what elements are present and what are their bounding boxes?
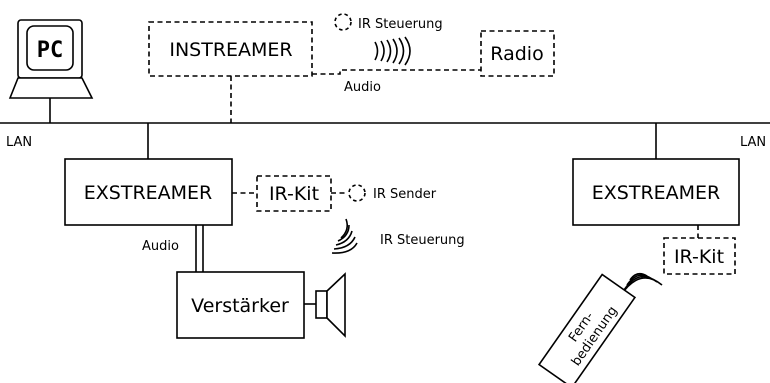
exstreamer-right-label: EXSTREAMER	[592, 182, 721, 204]
ir-steuerung-top-label: IR Steuerung	[358, 17, 443, 32]
irkit-left-label: IR-Kit	[269, 183, 319, 205]
audio-link-top	[312, 69, 481, 75]
remote-control: Fern- bedienung	[537, 273, 637, 383]
exstreamer-left-label: EXSTREAMER	[84, 182, 213, 204]
ir-sender-label: IR Sender	[373, 187, 437, 202]
lan-left-label: LAN	[6, 135, 32, 150]
audio-top-label: Audio	[344, 80, 381, 95]
exstreamer-left-box	[64, 158, 233, 226]
ir-waves-top-icon	[374, 36, 411, 66]
instreamer-label: INSTREAMER	[169, 39, 292, 61]
verstaerker-label: Verstärker	[191, 295, 289, 317]
irkit-right-box	[663, 237, 736, 275]
radio-box	[480, 30, 555, 77]
pc-label: PC	[37, 38, 64, 63]
speaker-icon	[304, 272, 346, 338]
ir-sender-icon	[348, 184, 366, 202]
remote-body-icon	[537, 273, 637, 383]
ir-sensor-top-icon	[334, 13, 352, 31]
lan-right-label: LAN	[740, 135, 766, 150]
ir-waves-mid-icon	[331, 218, 358, 254]
pc-laptop-icon: PC	[8, 19, 94, 99]
instreamer-box	[148, 21, 313, 77]
irkit-left-box	[256, 175, 332, 212]
radio-label: Radio	[490, 43, 543, 65]
exstreamer-right-box	[572, 158, 740, 226]
irkit-right-label: IR-Kit	[674, 246, 724, 268]
audio-left-label: Audio	[142, 239, 179, 254]
verstaerker-box	[176, 271, 305, 339]
ir-steuerung-mid-label: IR Steuerung	[380, 233, 465, 248]
